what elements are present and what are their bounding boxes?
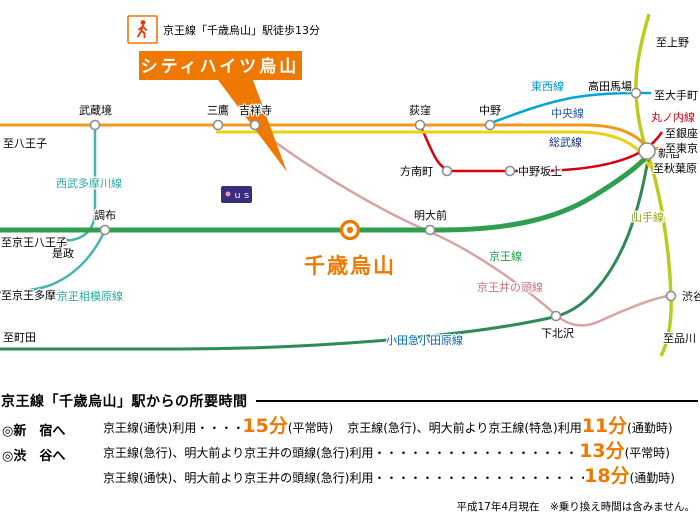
edge-label-keio-tama-center: 至京王多摩センター — [1, 288, 100, 302]
sobu-line — [216, 130, 652, 169]
dot-leader: ・・・・・・・・・・・・・・・・・・・・・・・・・・・・・・・・・・・・・・・・ — [374, 444, 580, 461]
dot-leader-text: ・・・・・・・・・・・・・・・・・・・・・・・・・・・・・・・・・・・・・・・・ — [373, 471, 585, 485]
station-label-takadanobaba: 高田馬場 — [588, 79, 632, 93]
walking-person-icon — [137, 20, 148, 39]
station-shinjuku — [638, 142, 656, 160]
station-label-musashisakai: 武蔵境 — [79, 103, 112, 117]
dot-leader: ・・・・・・・・・・・・・・・・・・・・・・・・・・・・・・・・・・・・・・・・ — [374, 469, 585, 486]
landmark-emblem-icon — [225, 191, 231, 197]
station-chitose-karasuyama-marker — [339, 219, 361, 241]
route-text-shibuya-express: 京王線(急行)、明大前より京王井の頭線(急行)利用 — [103, 446, 374, 460]
inokashira-line — [254, 126, 669, 327]
line-label-tozai: 東西線 — [531, 79, 564, 93]
station-shibuya — [665, 290, 677, 302]
line-label-keio: 京王線 — [489, 249, 522, 263]
station-label-chitose-karasuyama: 千歳烏山 — [304, 254, 396, 278]
route-text-shinjuku-express: 京王線(急行)、明大前より京王線(特急)利用 — [347, 421, 582, 435]
station-label-chofu: 調布 — [94, 208, 116, 222]
railway-map: シティハイツ烏山 京王線「千歳烏山」駅徒歩13分 ｕｓ 千歳烏 — [0, 13, 700, 357]
time-note-commute: (通勤時) — [627, 421, 673, 435]
route-text-shinjuku-normal: 京王線(通快)利用 — [103, 421, 197, 435]
station-label-honancho: 方南町 — [400, 164, 433, 178]
landmark-logo-text: ｕｓ — [233, 191, 251, 201]
line-label-seibu-tamagawa: 西武多摩川線 — [56, 176, 122, 190]
line-label-inokashira: 京王井の頭線 — [477, 280, 543, 294]
destination-shinjuku-label: ◎新 宿へ — [2, 424, 66, 439]
line-label-chuo: 中央線 — [551, 106, 584, 120]
station-chofu — [99, 224, 111, 236]
travel-time-section: 京王線「千歳烏山」駅からの所要時間 ◎新 宿へ 京王線(通快)利用 ・・・・・・… — [0, 385, 700, 525]
station-honancho — [441, 165, 453, 177]
marunouchi-line — [418, 124, 664, 173]
walk-note: 京王線「千歳烏山」駅徒歩13分 — [163, 23, 320, 37]
station-shimokitazawa — [550, 310, 562, 322]
edge-label-shinagawa: 至品川 — [663, 332, 696, 345]
keio-line — [0, 154, 649, 233]
travel-time-value-11: 11分 — [581, 415, 628, 437]
station-label-ogikubo: 荻窪 — [409, 103, 431, 117]
travel-time-row-shibuya-2: 京王線(通快)、明大前より京王井の頭線(急行)利用 ・・・・・・・・・・・・・・… — [103, 467, 675, 486]
travel-time-title-row: 京王線「千歳烏山」駅からの所要時間 — [1, 391, 698, 411]
route-text-shibuya-rapid: 京王線(通快)、明大前より京王井の頭線(急行)利用 — [103, 471, 374, 485]
edge-label-tokyo: 至東京 — [665, 141, 698, 155]
chuo-line — [0, 123, 663, 151]
station-musashisakai — [89, 119, 101, 131]
station-label-shibuya: 渋谷 — [682, 290, 700, 303]
travel-time-title: 京王線「千歳烏山」駅からの所要時間 — [1, 394, 248, 410]
walk-badge-frame — [127, 15, 158, 44]
edge-label-machida: 至町田 — [3, 331, 36, 344]
station-label-nakanosakaue: 中野坂上 — [518, 165, 562, 178]
station-label-nakano: 中野 — [479, 104, 501, 117]
title-rule — [255, 400, 698, 402]
travel-time-value-18: 18分 — [584, 465, 630, 487]
station-nakanosakaue — [504, 165, 516, 177]
edge-label-otemachi: 至大手町 — [654, 88, 698, 102]
station-label-koremasa: 是政 — [52, 246, 74, 260]
station-ogikubo — [414, 119, 426, 131]
dot-leader: ・・・・・・・・・・・・・・・・ — [196, 419, 242, 436]
tozai-line — [490, 91, 652, 125]
destination-shibuya-label: ◎渋 谷へ — [2, 449, 66, 464]
station-nakano — [484, 119, 496, 131]
travel-time-value-15: 15分 — [242, 415, 288, 437]
edge-label-keio-hachioji: 至京王八王子 — [1, 235, 67, 249]
travel-time-row-shibuya-1: 京王線(急行)、明大前より京王井の頭線(急行)利用 ・・・・・・・・・・・・・・… — [103, 442, 670, 461]
station-label-meidaimae: 明大前 — [414, 208, 447, 222]
station-label-shimokitazawa: 下北沢 — [541, 326, 574, 340]
station-mitaka — [212, 119, 224, 131]
line-label-yamanote: 山手線 — [631, 210, 664, 224]
station-takadanobaba — [630, 87, 642, 99]
line-label-marunouchi: 丸ノ内線 — [651, 110, 695, 124]
station-label-kichijoji: 吉祥寺 — [239, 103, 272, 117]
station-label-mitaka: 三鷹 — [207, 103, 229, 117]
travel-time-row-shinjuku: 京王線(通快)利用 ・・・・・・・・・・・・・・・・ 15分 (平常時) 京王線… — [103, 417, 698, 436]
property-name: シティハイツ烏山 — [141, 56, 300, 77]
station-kichijoji — [249, 119, 261, 131]
walking-person-head — [140, 20, 146, 25]
line-label-sobu: 総武線 — [549, 135, 582, 149]
footnote: 平成17年4月現在 ※乗り換え時間は含みません。 — [456, 501, 695, 513]
edge-label-ueno: 至上野 — [656, 36, 689, 49]
station-label-shinjuku: 新宿 — [658, 146, 680, 160]
dot-leader-text: ・・・・・・・・・・・・・・・・ — [196, 421, 243, 435]
landmark-badge — [221, 186, 252, 203]
edge-label-hachioji: 至八王子 — [3, 137, 47, 150]
highlight-dot — [346, 226, 354, 234]
edge-label-ginza: 至銀座 — [665, 126, 698, 140]
time-note-normal-2: (平常時) — [624, 446, 670, 460]
edge-label-akihabara: 至秋葉原 — [653, 161, 697, 175]
station-meidaimae — [424, 224, 436, 236]
walking-person-body — [137, 24, 148, 39]
keio-sagamihara-line — [0, 229, 107, 294]
time-note-normal: (平常時) — [287, 421, 334, 435]
line-label-keio-sagamihara: 京王相模原線 — [57, 289, 123, 303]
dot-leader-text: ・・・・・・・・・・・・・・・・・・・・・・・・・・・・・・・・・・・・・・・・ — [373, 446, 580, 460]
property-callout-box — [139, 51, 302, 80]
time-note-commute-2: (通勤時) — [629, 471, 675, 485]
station-koremasa — [57, 235, 69, 247]
line-label-odakyu: 小田急小田原線 — [386, 333, 463, 347]
travel-time-value-13: 13分 — [579, 440, 625, 462]
